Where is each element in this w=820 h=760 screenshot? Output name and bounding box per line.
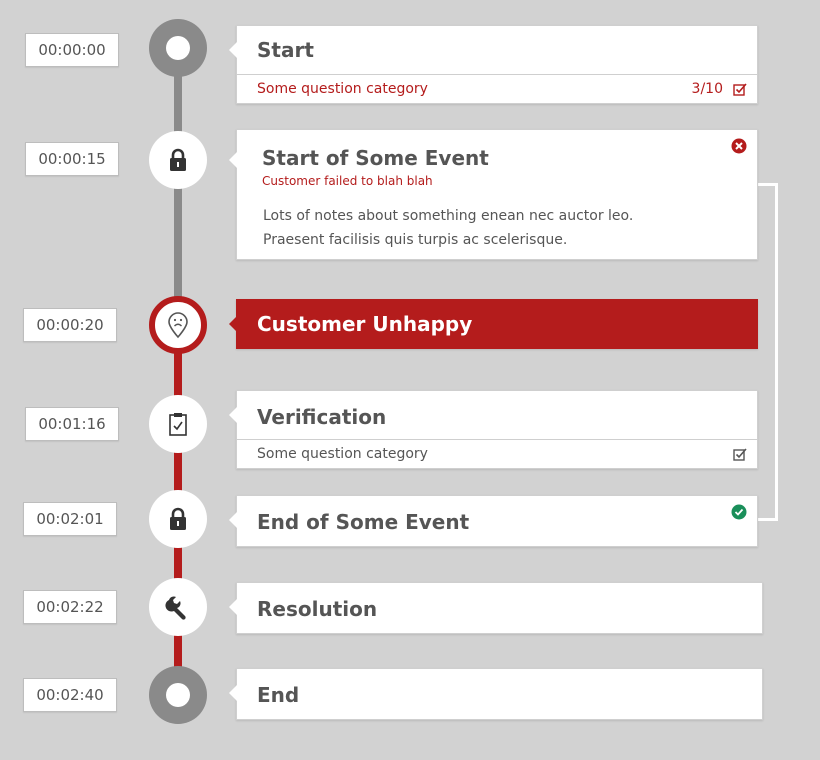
timestamp: 00:02:01 (23, 502, 117, 536)
event-card-verification[interactable]: Verification Some question category (229, 390, 758, 469)
checkbox-icon[interactable] (733, 82, 747, 96)
wrench-icon[interactable] (149, 578, 207, 636)
clipboard-check-icon[interactable] (149, 395, 207, 453)
event-notes: Lots of notes about something enean nec … (263, 208, 634, 248)
event-title: End (257, 683, 300, 707)
timestamp: 00:00:00 (25, 33, 119, 67)
category-row[interactable]: Some question category (237, 439, 757, 468)
event-bracket (758, 183, 778, 521)
timestamp: 00:02:22 (23, 590, 117, 624)
timestamp: 00:01:16 (25, 407, 119, 441)
event-title: End of Some Event (257, 510, 470, 534)
event-card-start[interactable]: Start Some question category 3/10 (229, 25, 758, 104)
event-card-start-of-event[interactable]: Start of Some Event Customer failed to b… (229, 129, 758, 260)
circle-dot-icon[interactable] (149, 19, 207, 77)
sad-face-pin-icon[interactable] (149, 296, 207, 354)
success-icon (731, 504, 747, 520)
lock-icon[interactable] (149, 490, 207, 548)
category-row[interactable]: Some question category 3/10 (237, 74, 757, 103)
question-count: 3/10 (691, 81, 723, 97)
event-card-customer-unhappy[interactable]: Customer Unhappy (229, 299, 758, 349)
category-label: Some question category (257, 446, 428, 462)
checkbox-icon[interactable] (733, 447, 747, 461)
timestamp: 00:00:20 (23, 308, 117, 342)
event-card-resolution[interactable]: Resolution (229, 582, 763, 634)
lock-icon[interactable] (149, 131, 207, 189)
event-title: Start of Some Event (262, 146, 489, 170)
event-subtitle: Customer failed to blah blah (262, 174, 433, 188)
event-card-end-of-event[interactable]: End of Some Event (229, 495, 758, 547)
event-title: Verification (257, 405, 387, 429)
timestamp: 00:00:15 (25, 142, 119, 176)
event-card-end[interactable]: End (229, 668, 763, 720)
circle-dot-icon[interactable] (149, 666, 207, 724)
event-title: Resolution (257, 597, 378, 621)
event-title: Customer Unhappy (257, 312, 473, 336)
error-icon (731, 138, 747, 154)
category-label: Some question category (257, 81, 428, 97)
event-title: Start (257, 38, 314, 62)
timestamp: 00:02:40 (23, 678, 117, 712)
